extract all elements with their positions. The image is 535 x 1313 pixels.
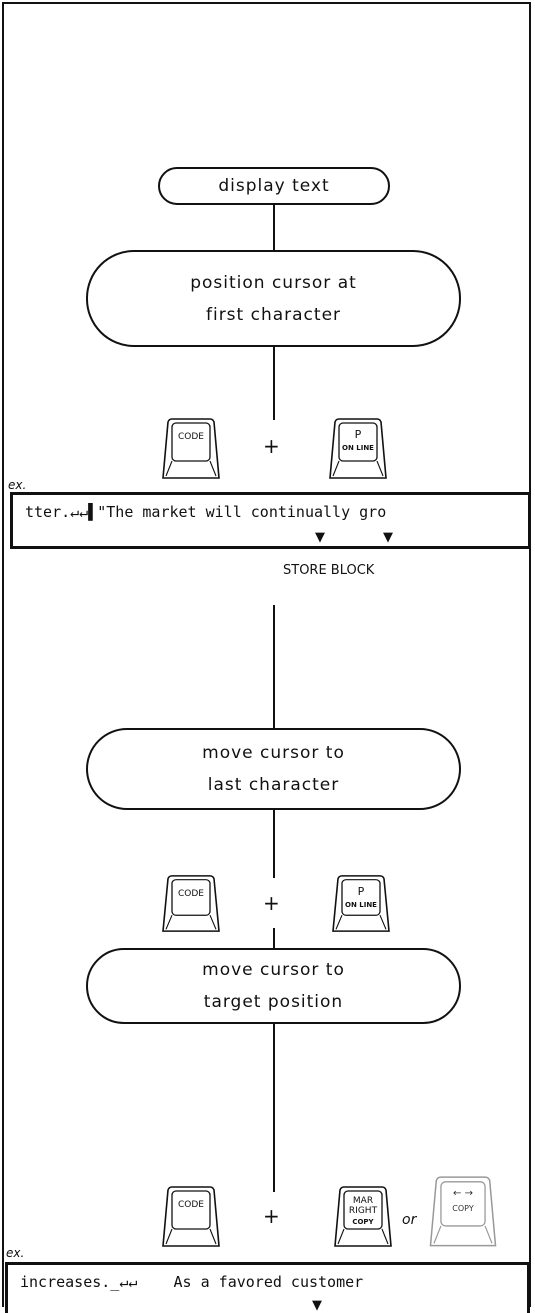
copy-arrows-key: ← → COPY <box>427 1176 499 1248</box>
or-label: or <box>402 1212 417 1228</box>
code-key: CODE <box>160 875 222 933</box>
p-online-key: P ON LINE <box>330 875 392 933</box>
connector-line <box>273 1022 275 1192</box>
example-screen-store-block: tter.↵↵▌"The market will continually gro… <box>10 492 531 549</box>
step-label: first character <box>205 304 342 325</box>
connector-line <box>273 605 275 730</box>
keycap-icon <box>329 418 387 479</box>
step-label: target position <box>203 992 344 1012</box>
arrow-icon: ← → <box>453 1188 473 1199</box>
plus-sign: + <box>263 1204 280 1228</box>
keycap-icon <box>162 875 220 932</box>
key-label: COPY <box>352 1218 374 1226</box>
keycap-icon <box>334 1186 392 1247</box>
code-key: CODE <box>160 1186 222 1248</box>
connector-line <box>273 203 275 253</box>
key-label: MAR <box>352 1196 374 1206</box>
connector-line <box>273 928 275 950</box>
p-online-key: P ON LINE <box>327 418 389 480</box>
step-position-cursor: position cursor at first character <box>86 250 461 347</box>
key-label: P <box>357 885 365 898</box>
step-label: move cursor to <box>202 743 345 763</box>
keycap-icon <box>429 1176 497 1247</box>
key-label: COPY <box>452 1204 474 1213</box>
block-end-marker: ▼ <box>383 530 393 545</box>
key-label: ON LINE <box>342 444 374 452</box>
example-screen-target: increases._↵↵ As a favored customer ▼ <box>5 1262 530 1313</box>
code-key: CODE <box>160 418 222 480</box>
connector-line <box>273 345 275 420</box>
example-label: ex. <box>8 478 27 492</box>
plus-sign: + <box>263 891 280 915</box>
step-label: position cursor at <box>190 272 357 293</box>
key-label: CODE <box>178 432 204 442</box>
store-block-caption: STORE BLOCK <box>283 563 375 578</box>
example-label: ex. <box>6 1246 25 1260</box>
screen-text: tter.↵↵▌"The market will continually gro <box>25 503 387 521</box>
key-label: P <box>354 428 362 441</box>
key-label: ON LINE <box>345 901 377 909</box>
key-label: CODE <box>178 889 204 899</box>
step-label: last character <box>207 775 340 795</box>
step-label: display text <box>218 176 330 196</box>
connector-line <box>273 808 275 878</box>
step-move-last-character: move cursor to last character <box>86 728 461 810</box>
keycap-icon <box>332 875 390 932</box>
keycap-icon <box>162 1186 220 1247</box>
key-label: RIGHT <box>348 1206 378 1216</box>
plus-sign: + <box>263 434 280 458</box>
step-display-text: display text <box>158 167 390 205</box>
step-move-target-position: move cursor to target position <box>86 948 461 1024</box>
key-label: CODE <box>178 1200 204 1210</box>
mar-right-copy-key: MAR RIGHT COPY <box>332 1186 394 1248</box>
step-label: move cursor to <box>202 960 345 980</box>
screen-text: increases._↵↵ As a favored customer <box>20 1273 364 1291</box>
target-marker: ▼ <box>312 1298 322 1313</box>
block-start-marker: ▼ <box>315 530 325 545</box>
keycap-icon <box>162 418 220 479</box>
